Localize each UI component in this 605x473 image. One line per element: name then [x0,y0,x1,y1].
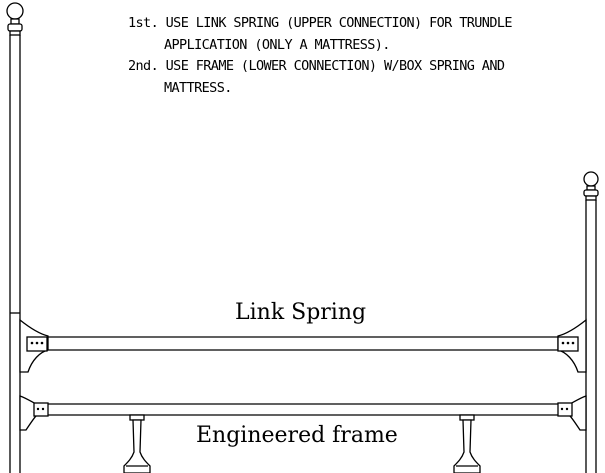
left-finial-neck [10,18,20,25]
right-finial-collar [583,189,599,197]
right-finial-ball [583,171,599,187]
left-finial-base [9,30,21,36]
frame-left-plate [33,402,49,417]
right-leg-cap [459,414,475,421]
left-leg-cap [129,414,145,421]
note-line-1: 1st. USE LINK SPRING (UPPER CONNECTION) … [128,15,512,31]
right-finial-base [585,195,597,201]
right-bedpost [583,171,599,473]
frame-right-support-leg [453,414,481,473]
engineered-frame-label: Engineered frame [196,423,398,448]
note-line-3: 2nd. USE FRAME (LOWER CONNECTION) W/BOX … [128,58,505,74]
engineered-frame-rail [19,395,587,473]
assembly-notes: 1st. USE LINK SPRING (UPPER CONNECTION) … [128,15,513,96]
link-spring-rail [19,318,587,373]
left-finial-ball [6,2,24,20]
left-finial-collar [7,23,23,32]
frame-right-plate [557,402,573,417]
link-spring-label: Link Spring [235,300,366,325]
left-leg-body [123,419,151,473]
right-leg-body [453,419,481,473]
frame-left-support-leg [123,414,151,473]
note-line-4: MATTRESS. [164,80,232,96]
note-line-2: APPLICATION (ONLY A MATTRESS). [164,37,390,53]
